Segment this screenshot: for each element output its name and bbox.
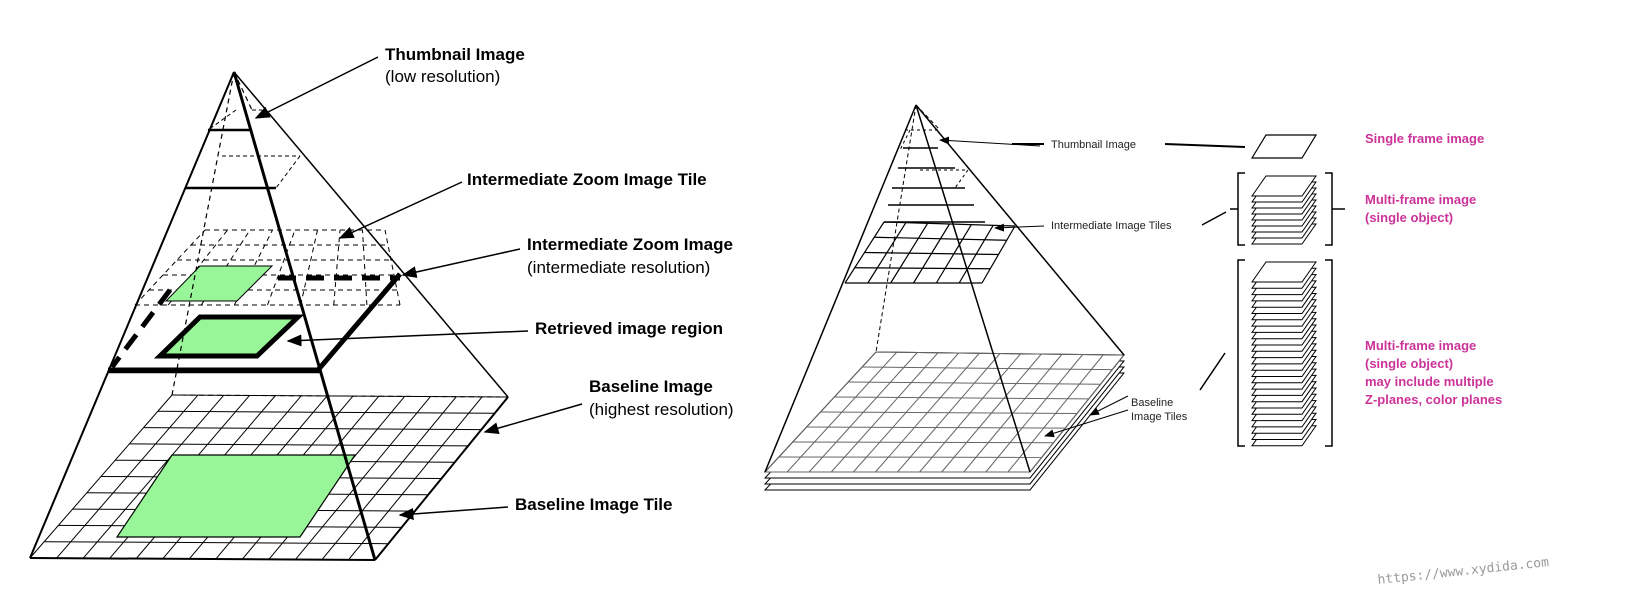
grid-line [143,427,482,431]
intermediate-tile-label: Intermediate Zoom Image Tile [467,170,707,189]
grid-line [44,541,389,545]
right-intermediate-label: Intermediate Image Tiles [1051,220,1172,232]
right-pyramid [763,104,1126,491]
grid-line [792,441,1054,444]
retrieved-label: Retrieved image region [535,319,723,338]
grid-line [200,229,251,306]
grid-line [157,410,495,414]
grid-line [862,366,1113,371]
multi-frame-stack-2 [1251,261,1317,447]
baseline-title: Baseline Image [589,377,713,396]
baseline-tile-region [115,454,357,538]
retrieved-region [153,314,305,359]
intermediate-subtitle: (intermediate resolution) [527,258,710,277]
grid-line [167,229,228,306]
single-frame-icon [1250,134,1318,159]
grid-line [267,229,296,306]
frame-stacks [1230,134,1345,447]
frame-layer [1251,175,1317,197]
right-baseline-line2: Image Tiles [1131,411,1188,423]
grid-line [854,267,991,270]
baseline-tile-label: Baseline Image Tile [515,495,672,514]
right-baseline-line1: Baseline [1131,397,1173,409]
intermediate-tile-grid [844,221,1016,284]
right-labels: Thumbnail Image Intermediate Image Tiles… [939,136,1246,438]
grid-line [820,411,1078,414]
grid-line [848,381,1101,385]
grid-line [834,396,1089,400]
magenta-labels: Single frame image Multi-frame image (si… [1365,131,1502,407]
multi2-line1: Multi-frame image [1365,338,1476,353]
multi2-line3: may include multiple [1365,374,1494,389]
multi1-line1: Multi-frame image [1365,192,1476,207]
grid-line [864,251,999,256]
thumbnail-subtitle: (low resolution) [385,67,500,86]
grid-line [134,229,206,306]
grid-line [333,229,341,306]
grid-line [875,351,1125,356]
grid-line [384,229,401,306]
grid-line [129,443,469,447]
grid-line [362,229,368,306]
watermark: https://www.xydida.com [1377,555,1550,588]
left-labels: Thumbnail Image (low resolution) Interme… [254,45,734,520]
grid-line [300,229,318,306]
grid-line [874,236,1007,241]
intermediate-tile-region [164,265,274,302]
left-pyramid [29,71,509,561]
right-thumbnail-label: Thumbnail Image [1051,139,1136,151]
multi-frame-stack-1 [1251,175,1317,245]
baseline-subtitle: (highest resolution) [589,400,734,419]
single-frame-label: Single frame image [1365,131,1484,146]
thumbnail-title: Thumbnail Image [385,45,525,64]
frame-layer [1251,261,1317,283]
baseline-tile-stack [763,351,1126,491]
multi2-line4: Z-planes, color planes [1365,392,1502,407]
grid-line [806,426,1066,429]
multi2-line2: (single object) [1365,356,1453,371]
multi1-line2: (single object) [1365,210,1453,225]
intermediate-title: Intermediate Zoom Image [527,235,733,254]
